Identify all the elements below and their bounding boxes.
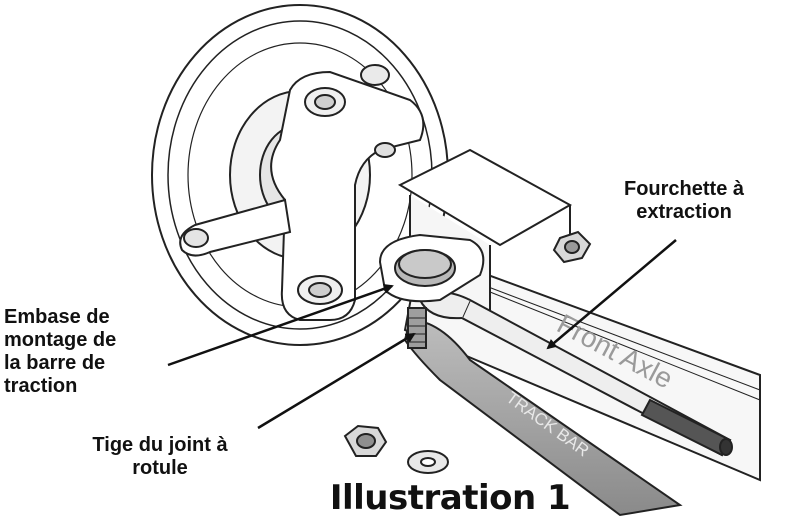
leader-lines	[167, 239, 677, 430]
leader-mounting-base	[167, 283, 394, 367]
illustration-caption: Illustration 1	[329, 478, 571, 518]
loose-nut	[343, 424, 388, 457]
leader-ball-joint-stud	[257, 332, 416, 430]
track-bar-end	[378, 233, 485, 349]
callout-ball-joint-stud: Tige du joint à rotule	[92, 434, 228, 479]
callout-mounting-base: Embase de montage de la barre de tractio…	[4, 306, 117, 397]
leader-removal-fork	[546, 239, 677, 350]
callout-removal-fork: Fourchette à extraction	[623, 178, 745, 223]
loose-washer	[407, 450, 449, 474]
